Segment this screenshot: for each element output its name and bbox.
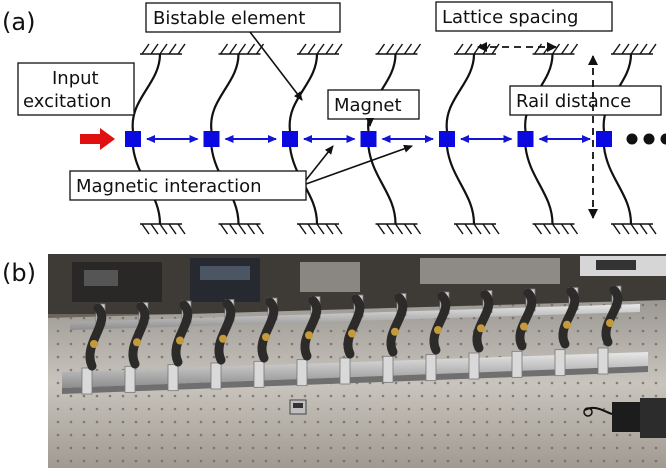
panel-b-label: (b) — [2, 259, 36, 287]
bistable-beam-lower-4 — [367, 146, 397, 225]
top-clamp-7 — [611, 43, 657, 55]
magnetic-interaction-pointer-2 — [305, 144, 413, 185]
magnet-3 — [282, 131, 298, 147]
bistable-beam-upper-2 — [210, 53, 240, 132]
continuation-dot-1 — [626, 133, 638, 145]
photo-bistable-strips — [81, 285, 623, 395]
top-clamp-2 — [218, 43, 265, 55]
bistable-beam-lower-6 — [524, 146, 554, 225]
bottom-clamp-5 — [454, 223, 500, 235]
top-clamp-4 — [375, 43, 422, 55]
lattice-spacing-label: Lattice spacing — [435, 1, 613, 32]
top-clamp-6 — [532, 43, 579, 55]
experimental-setup-photo — [48, 254, 666, 468]
top-clamp-1 — [140, 43, 186, 55]
magnet-1 — [125, 131, 141, 147]
magnetic-interaction-label: Magnetic interaction — [69, 170, 307, 201]
rail-distance-label: Rail distance — [509, 85, 662, 116]
magnet-label: Magnet — [327, 89, 420, 120]
bistable-beam-upper-1 — [131, 53, 162, 132]
magnet-6 — [517, 131, 534, 147]
bottom-clamp-2 — [218, 223, 265, 235]
bottom-clamp-6 — [532, 223, 579, 235]
rail-distance-text: Rail distance — [516, 91, 631, 112]
bistable-element-text: Bistable element — [153, 8, 305, 29]
input-excitation-arrow — [80, 128, 115, 150]
input-excitation-label: Input excitation — [17, 62, 135, 116]
lattice-spacing-text: Lattice spacing — [442, 7, 578, 28]
bottom-clamp-1 — [140, 223, 186, 235]
bistable-beam-upper-3 — [288, 53, 319, 132]
panel-a-label: (a) — [2, 8, 35, 36]
bistable-element-label: Bistable element — [145, 2, 341, 33]
bistable-beam-lower-5 — [445, 146, 476, 225]
continuation-dot-2 — [643, 133, 655, 145]
magnet-4 — [360, 131, 377, 147]
continuation-dot-3 — [660, 133, 666, 145]
bottom-clamp-3 — [297, 223, 343, 235]
magnet-5 — [439, 131, 455, 147]
lattice-diagram — [80, 43, 666, 235]
magnet-2 — [203, 131, 220, 147]
magnet-text: Magnet — [334, 95, 402, 116]
input-excitation-line2: excitation — [23, 91, 112, 112]
top-clamp-5 — [454, 43, 500, 55]
bistable-pointer — [249, 31, 303, 101]
magnetic-interaction-text: Magnetic interaction — [76, 176, 262, 197]
bottom-clamp-7 — [611, 223, 657, 235]
bottom-clamp-4 — [375, 223, 422, 235]
bistable-beam-lower-7 — [602, 146, 633, 225]
input-excitation-line1: Input — [52, 68, 99, 89]
top-clamp-3 — [297, 43, 343, 55]
bistable-beam-upper-5 — [445, 53, 476, 132]
magnet-7 — [596, 131, 612, 147]
magnetic-interaction-pointer-1 — [305, 145, 334, 181]
